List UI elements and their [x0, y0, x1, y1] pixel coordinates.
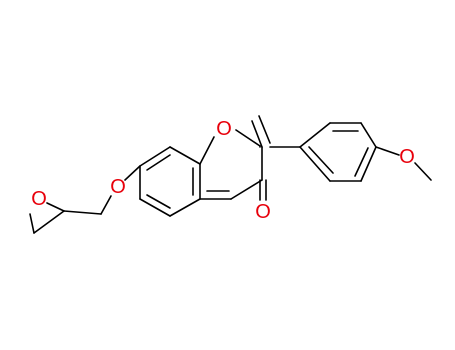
ring-a-bond-4 [169, 198, 201, 217]
ring-a-bond-1 [139, 146, 171, 167]
pyran-bond-o-c2 [235, 129, 261, 147]
pyran-bond-c4-c4a [230, 179, 263, 200]
methoxy-oxygen-label: O [399, 146, 415, 168]
methoxy-bond-2 [414, 162, 432, 181]
atom-labels: O O O O O [31, 118, 415, 223]
ring-b-bond-6-inner [308, 146, 334, 174]
ring-b-bond-4-inner [354, 147, 369, 177]
ring-b-bond-3 [360, 122, 377, 148]
epoxide-oxygen-label: O [31, 188, 47, 210]
pyran-bond-c2c3-double [258, 115, 271, 144]
pyran-bond-c2c3 [251, 120, 263, 148]
ring-a-bond-1-inner [146, 154, 171, 171]
linker-bond-2 [100, 195, 112, 215]
ring-a-bond-5 [139, 198, 171, 217]
epoxide-bond-c-o-left [29, 213, 35, 234]
linker-bond-1 [63, 210, 102, 215]
epoxide-bond-c-c [33, 210, 65, 234]
ring-a-bond-2 [169, 146, 201, 165]
bonds [29, 115, 432, 234]
methoxy-bond-1 [375, 146, 400, 156]
ring-a-bond-5-inner [146, 194, 171, 209]
ring-b-bond-1 [299, 122, 331, 148]
pyran-bond-c8a-o [199, 136, 215, 165]
ring-b-bond-4 [360, 146, 377, 182]
ether-oxygen-label: O [110, 176, 126, 198]
ring-oxygen-label: O [216, 118, 232, 140]
epoxide-bond-c-o-right [46, 202, 65, 212]
ring-b-bond-6 [299, 146, 331, 182]
ether-bond [124, 165, 141, 181]
carbonyl-oxygen-label: O [255, 201, 271, 223]
